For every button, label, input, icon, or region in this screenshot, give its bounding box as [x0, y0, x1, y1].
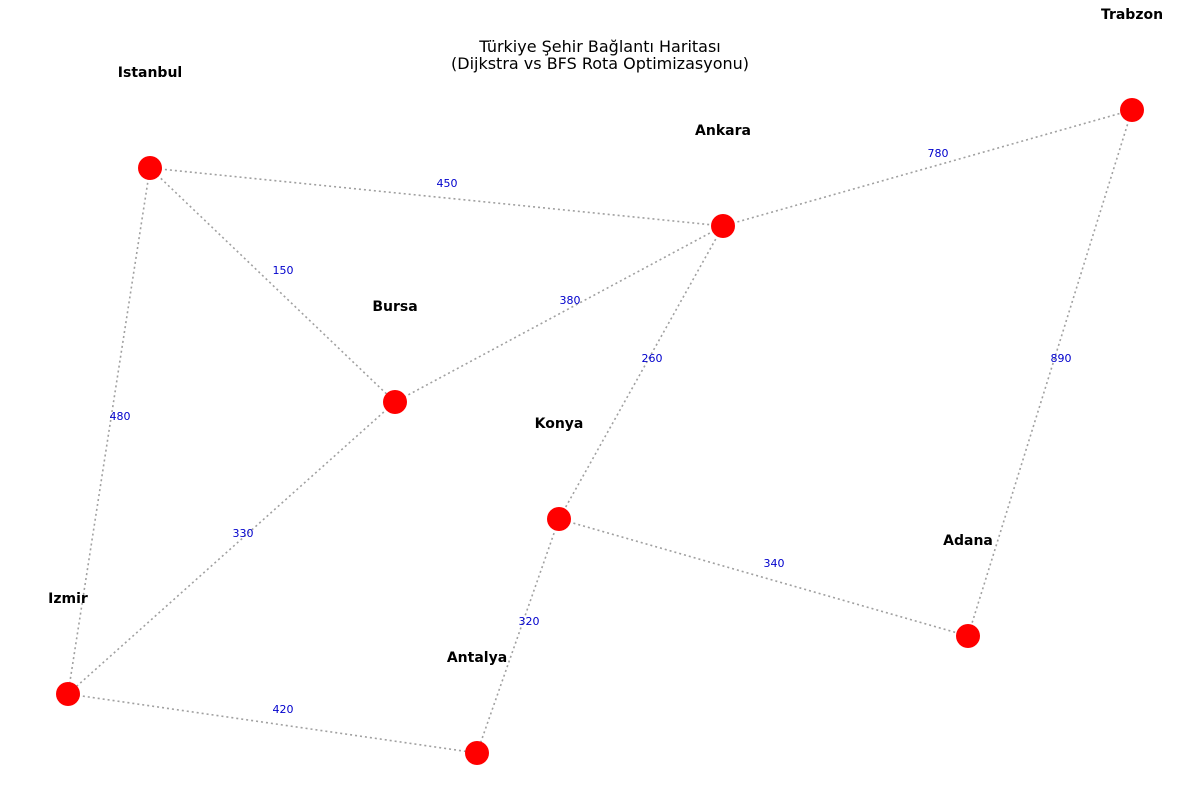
edge-distance-label: 450	[437, 177, 458, 190]
edge-distance-label: 260	[642, 352, 663, 365]
city-node-adana	[956, 624, 980, 648]
edge-distance-label: 890	[1051, 352, 1072, 365]
city-label-bursa: Bursa	[372, 299, 417, 315]
city-label-ankara: Ankara	[695, 123, 751, 139]
edge-trabzon-adana	[967, 109, 1133, 637]
edge-istanbul-izmir	[67, 167, 151, 695]
edges-layer	[67, 109, 1133, 754]
city-node-ankara	[711, 214, 735, 238]
edge-distance-label: 480	[110, 410, 131, 423]
city-node-bursa	[383, 390, 407, 414]
title-line-2: (Dijkstra vs BFS Rota Optimizasyonu)	[451, 54, 749, 73]
edge-bursa-izmir	[67, 401, 396, 695]
edge-ankara-bursa	[394, 225, 724, 403]
city-label-istanbul: Istanbul	[118, 65, 182, 81]
city-node-antalya	[465, 741, 489, 765]
edge-izmir-antalya	[67, 693, 478, 754]
edge-distance-label: 320	[519, 615, 540, 628]
edge-distance-label: 330	[233, 527, 254, 540]
edge-ankara-trabzon	[722, 109, 1133, 227]
edge-distance-label: 340	[764, 557, 785, 570]
city-label-trabzon: Trabzon	[1101, 7, 1163, 23]
edge-distance-label: 780	[928, 147, 949, 160]
edge-istanbul-ankara	[149, 167, 724, 227]
city-node-konya	[547, 507, 571, 531]
edge-ankara-konya	[558, 225, 724, 520]
edge-konya-adana	[558, 518, 969, 637]
edge-istanbul-bursa	[149, 167, 396, 403]
edge-distance-label: 150	[273, 264, 294, 277]
city-label-adana: Adana	[943, 533, 993, 549]
city-label-antalya: Antalya	[447, 650, 507, 666]
edge-distance-label: 420	[273, 703, 294, 716]
city-node-trabzon	[1120, 98, 1144, 122]
diagram-title: Türkiye Şehir Bağlantı Haritası (Dijkstr…	[451, 37, 749, 73]
edge-distance-label: 380	[560, 294, 581, 307]
nodes-layer	[56, 98, 1144, 765]
edge-labels-layer: 450 150 480 780 380 260 890 330 340 320 420	[110, 147, 1072, 716]
city-node-istanbul	[138, 156, 162, 180]
title-line-1: Türkiye Şehir Bağlantı Haritası	[478, 37, 721, 56]
city-label-izmir: Izmir	[48, 591, 88, 607]
city-label-konya: Konya	[535, 416, 584, 432]
edge-konya-antalya	[476, 518, 560, 754]
city-node-izmir	[56, 682, 80, 706]
